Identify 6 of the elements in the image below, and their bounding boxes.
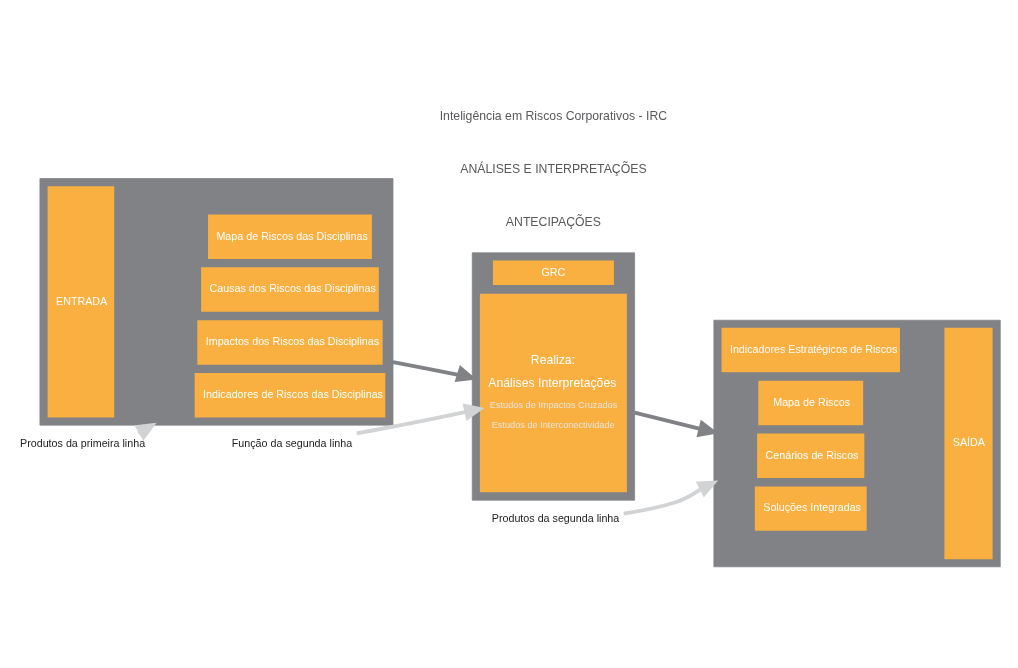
label: ANÁLISES E INTERPRETAÇÕES [460,162,647,177]
label: ANTECIPAÇÕES [505,214,601,229]
node-text: Produtos da primeira linha [20,437,146,450]
node-text: Produtos da segunda linha [491,512,620,525]
node-text: Função da segunda linha [231,437,353,450]
label: Inteligência em Riscos Corporativos - IRC [439,109,668,124]
